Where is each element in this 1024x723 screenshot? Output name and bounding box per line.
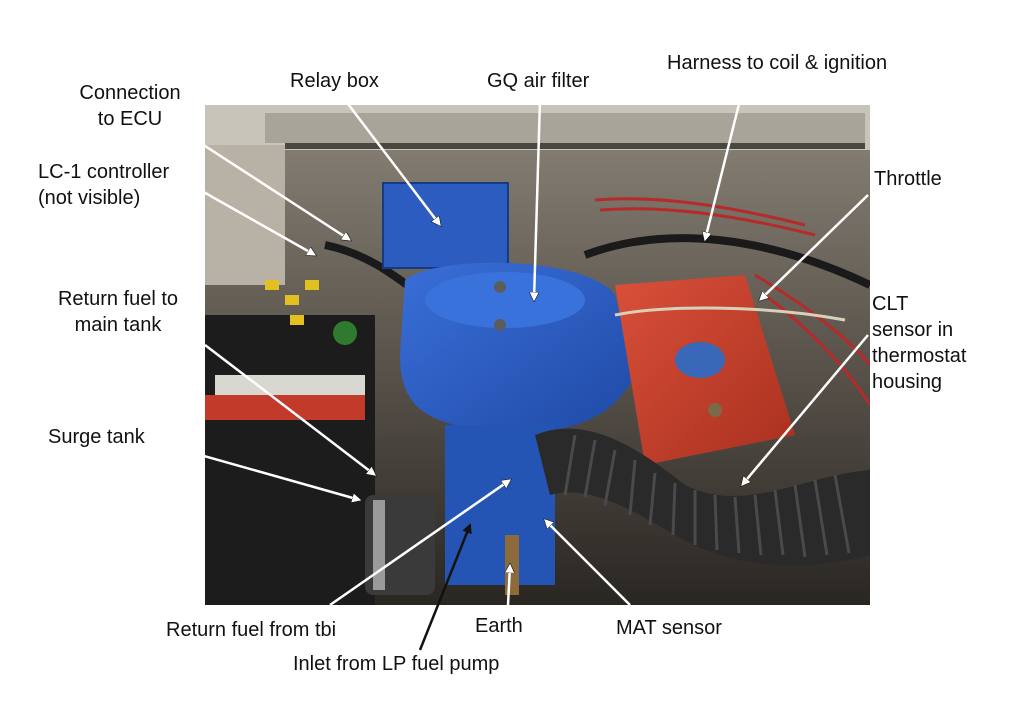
label-throttle: Throttle <box>874 168 942 190</box>
label-lc1-line2: (not visible) <box>38 187 141 209</box>
label-mat-sensor: MAT sensor <box>616 617 722 639</box>
label-clt-line1: CLT <box>872 293 909 315</box>
label-relay-box: Relay box <box>290 70 379 92</box>
label-return-main-line1: Return fuel to <box>57 288 179 310</box>
label-inlet-lp-pump: Inlet from LP fuel pump <box>293 653 500 675</box>
label-connection-ecu-line2: to ECU <box>97 108 163 130</box>
label-connection-ecu-line1: Connection <box>79 82 181 104</box>
engine-bay-photo <box>205 105 870 605</box>
label-return-main-line2: main tank <box>74 314 162 336</box>
label-return-main-tank: Return fuel to main tank <box>48 286 188 338</box>
label-clt-sensor: CLT sensor in thermostat housing <box>872 291 966 395</box>
label-surge-tank: Surge tank <box>48 426 145 448</box>
label-gq-air-filter: GQ air filter <box>487 70 590 92</box>
label-clt-line4: housing <box>872 371 943 393</box>
label-clt-line3: thermostat <box>872 345 967 367</box>
label-clt-line2: sensor in <box>872 319 954 341</box>
label-return-fuel-tbi: Return fuel from tbi <box>166 619 337 641</box>
label-earth: Earth <box>475 615 523 637</box>
label-harness: Harness to coil & ignition <box>667 52 888 74</box>
label-connection-ecu: Connection to ECU <box>70 80 190 132</box>
label-lc1-line1: LC-1 controller <box>38 161 170 183</box>
label-lc1-controller: LC-1 controller (not visible) <box>38 159 169 211</box>
